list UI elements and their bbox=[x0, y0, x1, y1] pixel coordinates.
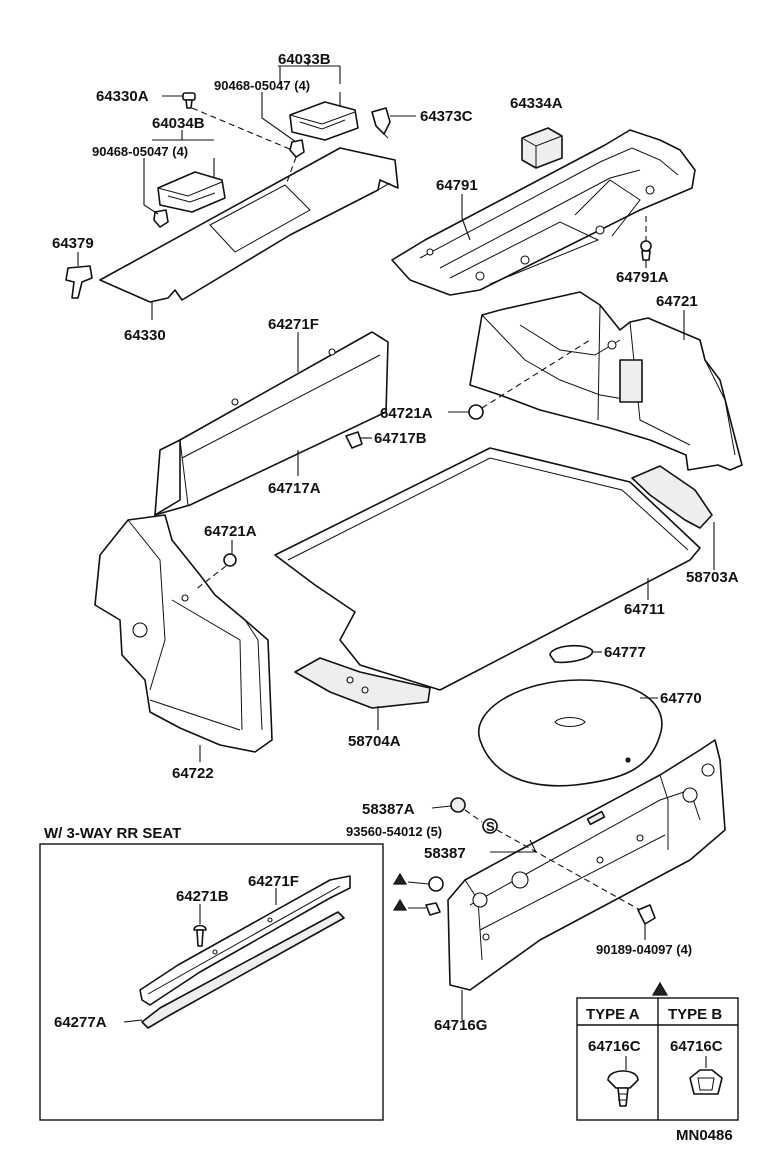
type-a-clip-icon bbox=[607, 1070, 639, 1089]
label-58704a: 58704A bbox=[348, 733, 401, 750]
part-labels: 64033B 90468-05047 (4) 64330A 64034B 904… bbox=[52, 51, 739, 1034]
speaker-cover-64034b bbox=[157, 171, 226, 213]
inset-label-64271b: 64271B bbox=[176, 888, 229, 905]
hold-down-64777 bbox=[549, 644, 593, 664]
rear-panel-64716g bbox=[447, 739, 726, 991]
type-b-clip-icon bbox=[689, 1069, 723, 1095]
screw-90468-top bbox=[289, 139, 305, 158]
label-64777: 64777 bbox=[604, 644, 646, 661]
label-64721a-mid: 64721A bbox=[380, 405, 433, 422]
label-64770: 64770 bbox=[660, 690, 702, 707]
nut-58387a bbox=[450, 797, 466, 813]
label-64334a: 64334A bbox=[510, 95, 563, 112]
label-64033b: 64033B bbox=[278, 51, 331, 68]
label-58387a: 58387A bbox=[362, 801, 415, 818]
footer-code: MN0486 bbox=[676, 1127, 733, 1144]
label-58703a: 58703A bbox=[686, 569, 739, 586]
side-trim-64722 bbox=[94, 514, 273, 753]
label-93560: 93560-54012 (5) bbox=[346, 824, 442, 839]
label-64330: 64330 bbox=[124, 327, 166, 344]
label-64034b: 64034B bbox=[152, 115, 205, 132]
label-90189: 90189-04097 (4) bbox=[596, 942, 692, 957]
clip-64721a-left bbox=[223, 553, 237, 567]
clip-type-a-marker bbox=[392, 872, 444, 892]
clip-type-table: TYPE A TYPE B 64716C 64716C MN0486 bbox=[576, 981, 739, 1144]
clip-64721a-mid bbox=[468, 404, 484, 420]
type-b-part: 64716C bbox=[670, 1038, 723, 1055]
clip-64373c bbox=[371, 107, 391, 139]
bracket-64379 bbox=[65, 265, 93, 299]
clip-64330a bbox=[182, 92, 196, 109]
type-a-part: 64716C bbox=[588, 1038, 641, 1055]
label-64717b: 64717B bbox=[374, 430, 427, 447]
clip-64717b bbox=[345, 431, 363, 449]
label-64791: 64791 bbox=[436, 177, 478, 194]
type-marker-icon bbox=[651, 981, 669, 996]
label-64721: 64721 bbox=[656, 293, 698, 310]
label-64330a: 64330A bbox=[96, 88, 149, 105]
label-90468-left: 90468-05047 (4) bbox=[92, 144, 188, 159]
package-tray-64330 bbox=[99, 147, 399, 303]
label-64717a: 64717A bbox=[268, 480, 321, 497]
clip-type-b-marker bbox=[392, 898, 441, 916]
label-90468-top: 90468-05047 (4) bbox=[214, 78, 310, 93]
side-trim-64721 bbox=[469, 291, 743, 471]
label-64791a: 64791A bbox=[616, 269, 669, 286]
trunk-cover-64791 bbox=[391, 129, 696, 296]
label-64716g: 64716G bbox=[434, 1017, 487, 1034]
leader-lines bbox=[77, 58, 715, 1020]
clip-64791a bbox=[640, 240, 652, 261]
svg-text:S: S bbox=[486, 819, 495, 834]
label-64721a-left: 64721A bbox=[204, 523, 257, 540]
label-64271f-top: 64271F bbox=[268, 316, 319, 333]
trunk-mat-64711 bbox=[274, 447, 701, 691]
inset-3-way-rr-seat: W/ 3-WAY RR SEAT 64271B 64271F 64277A bbox=[39, 825, 384, 1121]
label-64373c: 64373C bbox=[420, 108, 473, 125]
inset-title: W/ 3-WAY RR SEAT bbox=[44, 825, 181, 842]
plate-58704a bbox=[294, 657, 431, 709]
washer-93560: S bbox=[482, 818, 498, 834]
side-panel-64717a bbox=[154, 331, 389, 516]
label-64711: 64711 bbox=[624, 601, 665, 618]
spare-tire-cover-64770 bbox=[477, 679, 663, 787]
speaker-cover-64033b bbox=[289, 101, 359, 141]
cushion-block-64334a bbox=[521, 127, 563, 169]
type-b-header: TYPE B bbox=[668, 1006, 722, 1023]
inset-label-64271f: 64271F bbox=[248, 873, 299, 890]
plate-58703a bbox=[631, 465, 713, 529]
label-64379: 64379 bbox=[52, 235, 94, 252]
type-a-header: TYPE A bbox=[586, 1006, 640, 1023]
label-58387: 58387 bbox=[424, 845, 466, 862]
clip-90189 bbox=[637, 904, 656, 925]
inset-label-64277a: 64277A bbox=[54, 1014, 107, 1031]
label-64722: 64722 bbox=[172, 765, 214, 782]
